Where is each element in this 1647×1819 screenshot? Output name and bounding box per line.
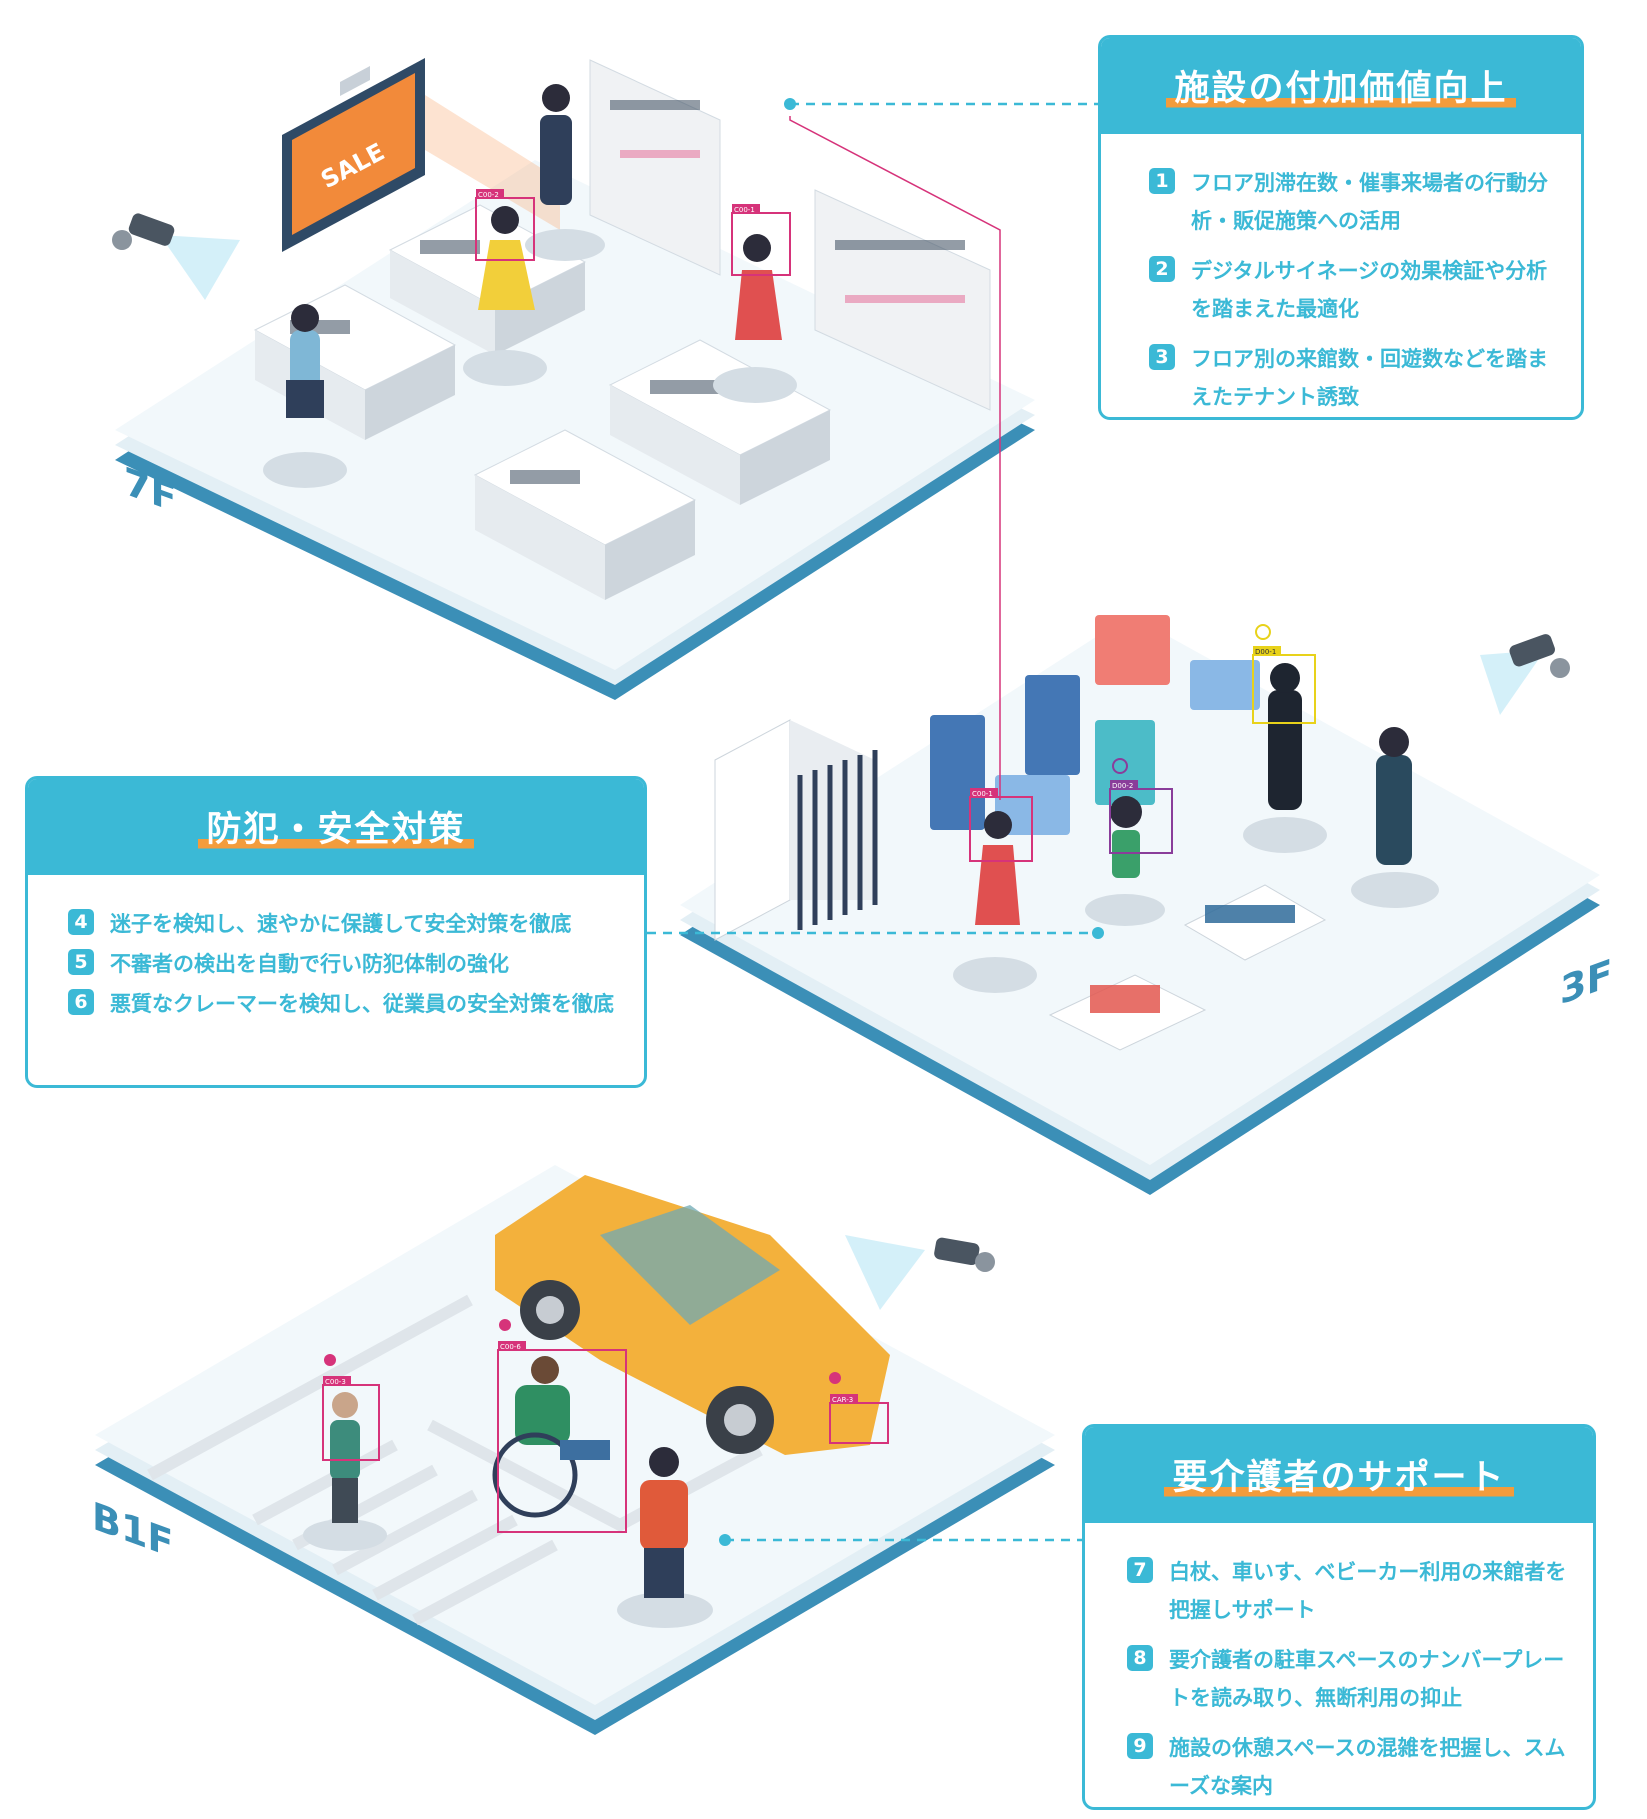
detections-3f: D00-1 C00-1 D00-2 (969, 624, 1316, 862)
detect-label-car-3: CAR-3 (832, 1396, 853, 1404)
panel-title: 防犯・安全対策 (198, 800, 474, 854)
people-b1f (303, 1356, 713, 1628)
detect-box-c00-1-mid (969, 796, 1033, 862)
list-item: 6 悪質なクレーマーを検知し、従業員の安全対策を徹底 (68, 985, 618, 1023)
list-item: 5 不審者の検出を自動で行い防犯体制の強化 (68, 945, 618, 983)
list-item: 3 フロア別の来館数・回遊数などを踏まえたテナント誘致 (1149, 340, 1555, 416)
item-text: 迷子を検知し、速やかに保護して安全対策を徹底 (110, 912, 572, 936)
list-item: 7 白杖、車いす、ベビーカー利用の来館者を把握しサポート (1127, 1553, 1567, 1629)
camera-b1f (845, 1235, 995, 1310)
people-3f (953, 663, 1439, 993)
list-item: 1 フロア別滞在数・催事来場者の行動分析・販促施策への活用 (1149, 164, 1555, 240)
detect-box-c00-2 (475, 197, 535, 261)
camera-3f (1480, 634, 1570, 715)
panel-security: 防犯・安全対策 4 迷子を検知し、速やかに保護して安全対策を徹底 5 不審者の検… (25, 776, 647, 1088)
number-badge: 3 (1149, 344, 1175, 370)
item-text: フロア別の来館数・回遊数などを踏まえたテナント誘致 (1191, 347, 1548, 409)
list-item: 8 要介護者の駐車スペースのナンバープレートを読み取り、無断利用の抑止 (1127, 1641, 1567, 1717)
feature-list: 1 フロア別滞在数・催事来場者の行動分析・販促施策への活用 2 デジタルサイネー… (1101, 134, 1581, 417)
panel-care-support: 要介護者のサポート 7 白杖、車いす、ベビーカー利用の来館者を把握しサポート 8… (1082, 1424, 1596, 1810)
item-text: 悪質なクレーマーを検知し、従業員の安全対策を徹底 (110, 992, 614, 1016)
fitting-rooms-3f (714, 719, 878, 941)
parking-lines-b1f (147, 1294, 763, 1626)
number-badge: 4 (68, 909, 94, 935)
feature-list: 4 迷子を検知し、速やかに保護して安全対策を徹底 5 不審者の検出を自動で行い防… (28, 875, 644, 1035)
panel-title: 要介護者のサポート (1164, 1448, 1514, 1502)
detect-label-d00-2: D00-2 (1112, 782, 1133, 790)
detect-box-c00-1-top (731, 212, 791, 276)
list-item: 9 施設の休憩スペースの混雑を把握し、スムーズな案内 (1127, 1729, 1567, 1805)
detections-b1f: C00-3 C00-6 CAR-3 (322, 1319, 889, 1533)
detect-box-d00-2 (1109, 788, 1173, 854)
camera-7f (112, 213, 240, 300)
alert-icon (1255, 624, 1271, 640)
number-badge: 9 (1127, 1733, 1153, 1759)
feature-list: 7 白杖、車いす、ベビーカー利用の来館者を把握しサポート 8 要介護者の駐車スペ… (1085, 1523, 1593, 1807)
item-text: フロア別滞在数・催事来場者の行動分析・販促施策への活用 (1191, 171, 1548, 233)
item-text: 不審者の検出を自動で行い防犯体制の強化 (110, 952, 509, 976)
heart-icon (324, 1354, 336, 1366)
detect-box-car-3 (829, 1402, 889, 1444)
panel-value-add: 施設の付加価値向上 1 フロア別滞在数・催事来場者の行動分析・販促施策への活用 … (1098, 35, 1584, 420)
panel-header: 要介護者のサポート (1085, 1427, 1593, 1523)
number-badge: 8 (1127, 1645, 1153, 1671)
heart-icon (499, 1319, 511, 1331)
display-counters-7f (253, 59, 991, 600)
panel-header: 防犯・安全対策 (28, 779, 644, 875)
detect-label-c00-1-top: C00-1 (734, 206, 755, 214)
detect-label-c00-2: C00-2 (478, 191, 499, 199)
list-item: 4 迷子を検知し、速やかに保護して安全対策を徹底 (68, 905, 618, 943)
car-b1f (495, 1175, 890, 1455)
item-text: 要介護者の駐車スペースのナンバープレートを読み取り、無断利用の抑止 (1169, 1648, 1565, 1710)
item-text: 白杖、車いす、ベビーカー利用の来館者を把握しサポート (1169, 1560, 1567, 1622)
detect-box-c00-6 (497, 1349, 627, 1533)
people-7f (263, 84, 797, 488)
detect-label-d00-1: D00-1 (1255, 648, 1276, 656)
number-badge: 7 (1127, 1557, 1153, 1583)
panel-header: 施設の付加価値向上 (1101, 38, 1581, 134)
connectors (647, 98, 1104, 1546)
detect-box-d00-1 (1252, 654, 1316, 724)
number-badge: 5 (68, 949, 94, 975)
item-text: 施設の休憩スペースの混雑を把握し、スムーズな案内 (1169, 1736, 1566, 1798)
detect-label-c00-3: C00-3 (325, 1378, 346, 1386)
heart-icon (829, 1372, 841, 1384)
number-badge: 6 (68, 989, 94, 1015)
list-item: 2 デジタルサイネージの効果検証や分析を踏まえた最適化 (1149, 252, 1555, 328)
number-badge: 2 (1149, 256, 1175, 282)
number-badge: 1 (1149, 168, 1175, 194)
alert-icon (1112, 758, 1128, 774)
detect-label-c00-6: C00-6 (500, 1343, 521, 1351)
item-text: デジタルサイネージの効果検証や分析を踏まえた最適化 (1191, 259, 1548, 321)
panel-title: 施設の付加価値向上 (1166, 59, 1516, 113)
digital-signage: SALE (282, 58, 560, 252)
detections-7f: C00-2 C00-1 (475, 189, 791, 276)
detect-label-c00-1-mid: C00-1 (972, 790, 993, 798)
